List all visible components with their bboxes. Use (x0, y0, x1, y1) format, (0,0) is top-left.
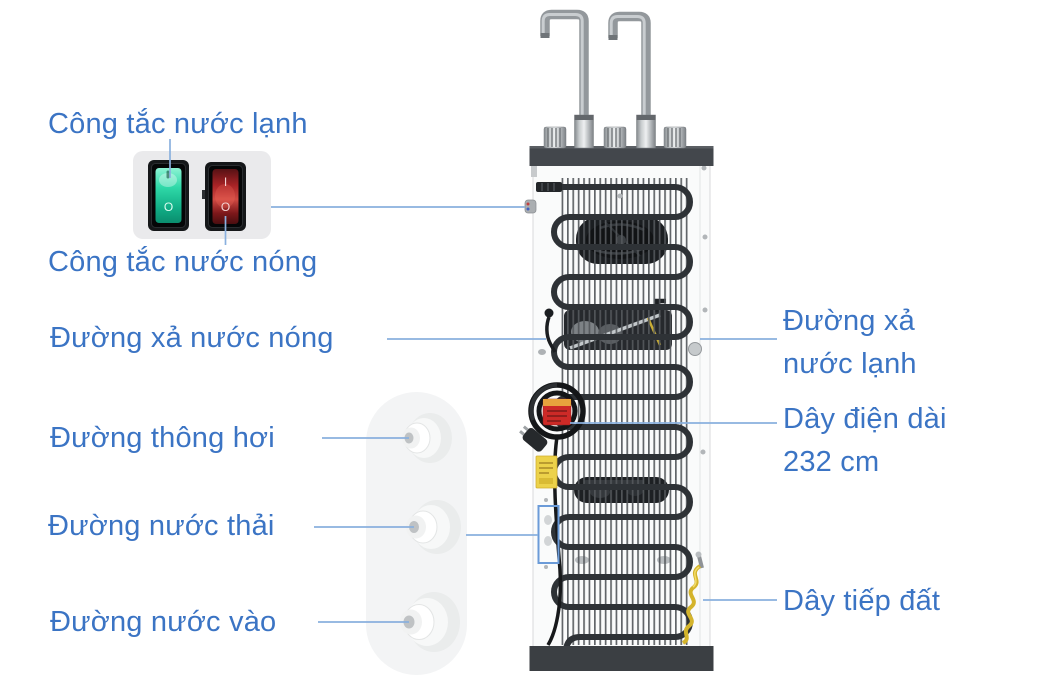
power-plug (519, 425, 548, 452)
waste-water-fitting (406, 500, 461, 554)
callout-label-hot-drain: Đường xả nước nóng (50, 322, 334, 354)
callout-label-cold-drain: Đường xả nước lạnh (783, 300, 917, 386)
device-bottom-base (529, 646, 714, 671)
callout-label-water-inlet: Đường nước vào (50, 606, 277, 638)
device-edge-tab (531, 166, 537, 177)
device-top-cap (529, 146, 714, 166)
knurled-fittings (543, 126, 687, 149)
cold-switch-rocker: O (148, 160, 189, 231)
callout-label-cold-switch: Công tắc nước lạnh (48, 108, 308, 140)
callout-lines (169, 139, 777, 623)
callout-label-waste-water: Đường nước thải (48, 510, 275, 542)
switch-connector-knob (524, 199, 537, 214)
faucet-pipes (540, 9, 656, 149)
ground-wire (681, 551, 704, 645)
fitting-location-box (537, 505, 560, 564)
callout-label-power-cord-line2: 232 cm (783, 446, 880, 478)
fitting-inset (366, 392, 467, 675)
callout-label-cold-drain-line1: Đường xả (783, 305, 915, 337)
cold-switch-off-marking: O (164, 200, 173, 214)
switch-inset: O I O (133, 151, 271, 239)
hot-switch-off-marking: O (221, 200, 230, 214)
callout-label-power-cord: Dây điện dài 232 cm (783, 398, 947, 484)
callout-label-vent: Đường thông hơi (50, 422, 275, 454)
callout-label-power-cord-line1: Dây điện dài (783, 403, 947, 435)
vent-fitting (402, 413, 452, 463)
hot-switch-on-marking: I (224, 175, 227, 189)
hot-switch-rocker: I O (202, 162, 246, 231)
callout-label-ground-wire: Dây tiếp đất (783, 585, 941, 617)
coil-inlet-crimp (536, 182, 562, 192)
water-inlet-fitting (400, 592, 460, 652)
cold-drain-fitting (688, 342, 702, 356)
spec-sticker (535, 455, 558, 489)
panel-screws (544, 165, 708, 569)
hot-drain-tube (538, 308, 557, 355)
water-purifier-rear (519, 9, 714, 671)
callout-label-hot-switch: Công tắc nước nóng (48, 246, 318, 278)
callout-label-cold-drain-line2: nước lạnh (783, 348, 917, 380)
